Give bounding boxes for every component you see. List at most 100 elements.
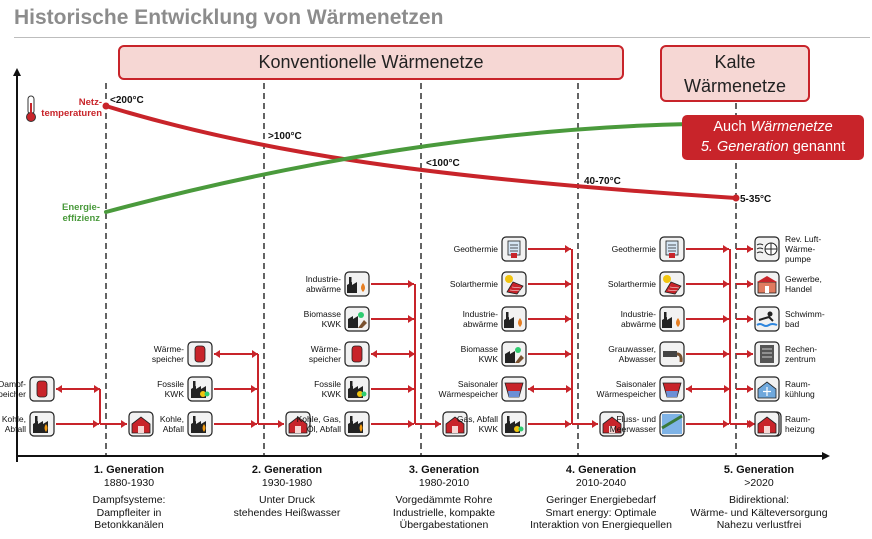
factory-fire-icon <box>344 411 370 437</box>
source-label-gen5-line: abwärme <box>621 319 656 329</box>
generation-summary-line: Unter Druck <box>258 494 315 506</box>
source-label-gen3-line: Industrie- <box>305 274 341 284</box>
arrow-head <box>435 420 441 428</box>
factory-chp-icon <box>187 376 213 402</box>
consumer-label: Gewerbe,Handel <box>785 274 845 294</box>
arrow-head <box>686 385 692 393</box>
consumer-label: Raum-heizung <box>785 414 845 434</box>
consumer-label-line: Rev. Luft- <box>785 234 822 244</box>
source-label-gen3: Kohle, Gas,Öl, Abfall <box>267 414 341 434</box>
source-label-gen4-line: Saisonaler <box>457 379 498 389</box>
consumer-label-line: pumpe <box>785 254 811 264</box>
consumer-label: Rechen-zentrum <box>785 344 845 364</box>
river-water-icon <box>659 411 685 437</box>
consumer-label-line: Gewerbe, <box>785 274 822 284</box>
arrow-head <box>408 315 414 323</box>
source-label-gen4-line: Solarthermie <box>449 279 498 289</box>
temperature-label-gen1: <200°C <box>110 95 144 106</box>
generation-years: 1930-1980 <box>261 477 313 489</box>
arrow-head <box>214 350 220 358</box>
source-label-gen1-line: Dampf- <box>0 379 26 389</box>
consumer-label: Raum-kühlung <box>785 379 845 399</box>
industry-waste-heat-icon <box>501 306 527 332</box>
arrow-head <box>565 245 571 253</box>
space-heating-icon <box>128 411 154 437</box>
consumer-label: Schwimm-bad <box>785 309 845 329</box>
storage-tank-icon <box>344 341 370 367</box>
network-temperature-label-line2: temperaturen <box>41 108 102 119</box>
space-heating-icon <box>754 411 780 437</box>
source-label-gen4-line: Biomasse <box>460 344 498 354</box>
generation-years: >2020 <box>744 477 774 489</box>
arrow-head <box>723 315 729 323</box>
source-label-gen4-line: Geothermie <box>453 244 498 254</box>
factory-fire-icon <box>187 411 213 437</box>
source-label-gen5-line: Meerwasser <box>609 424 656 434</box>
callout-italic-1: Wärmenetze <box>750 119 833 135</box>
callout-prefix: Auch <box>713 119 751 135</box>
space-heating-icon <box>285 411 311 437</box>
consumer-label-line: Raum- <box>785 414 811 424</box>
callout-italic-2: 5. Generation <box>700 139 789 155</box>
source-label-gen2-line: Fossile <box>157 379 184 389</box>
temperature-curve <box>104 104 738 200</box>
source-label-gen4: Solarthermie <box>424 279 498 289</box>
generation-summary-line: Dampfsysteme: <box>92 494 166 506</box>
source-label-gen5-line: Solarthermie <box>607 279 656 289</box>
space-heating-icon <box>442 411 468 437</box>
source-label-gen2: Wärme-speicher <box>110 344 184 364</box>
title-divider <box>14 37 870 38</box>
energy-efficiency-label-line1: Energie- <box>61 202 100 213</box>
swimming-pool-icon <box>754 306 780 332</box>
energy-efficiency-label-line2: effizienz <box>62 213 100 224</box>
source-label-gen4-line: abwärme <box>463 319 498 329</box>
source-label-gen5-line: Geothermie <box>611 244 656 254</box>
geothermal-icon <box>501 236 527 262</box>
source-label-gen5: Grauwasser,Abwasser <box>582 344 656 364</box>
cold-networks-label-line1: Kalte <box>714 52 756 72</box>
source-label-gen3-line: KWK <box>321 389 341 399</box>
arrow-head <box>251 385 257 393</box>
network-temperature-axis-label: Netz- temperaturen <box>40 97 102 119</box>
arrow-head <box>565 280 571 288</box>
arrow-head <box>565 420 571 428</box>
space-heating-icon <box>599 411 625 437</box>
source-label-gen5-line: Abwasser <box>618 354 656 364</box>
arrow-head <box>747 350 753 358</box>
arrow-head <box>409 350 415 358</box>
arrow-head <box>93 420 99 428</box>
generation-summary-line: Übergabestationen <box>399 519 489 531</box>
source-label-gen5-line: Industrie- <box>620 309 656 319</box>
commercial-building-icon <box>754 271 780 297</box>
seasonal-storage-icon <box>659 376 685 402</box>
source-label-gen1-line: speicher <box>0 389 26 399</box>
generation-title: 5. Generation <box>723 464 795 476</box>
source-label-gen5: Industrie-abwärme <box>582 309 656 329</box>
consumer-label-line: Handel <box>785 284 812 294</box>
geothermal-icon <box>659 236 685 262</box>
temperature-label-gen3: <100°C <box>426 158 460 169</box>
source-label-gen3: Wärme-speicher <box>267 344 341 364</box>
consumer-label-line: Rechen- <box>785 344 818 354</box>
arrow-head <box>723 420 729 428</box>
factory-chp-icon <box>344 376 370 402</box>
temperature-curve-end <box>732 194 740 202</box>
source-label-gen4-line: KWK <box>478 354 498 364</box>
source-label-gen1: Kohle,Abfall <box>0 414 26 434</box>
network-temperature-label-line1: Netz- <box>78 97 102 108</box>
source-label-gen3-line: Wärme- <box>310 344 341 354</box>
callout-suffix: genannt <box>788 139 846 155</box>
consumer-label-line: heizung <box>785 424 815 434</box>
source-label-gen3-line: KWK <box>321 319 341 329</box>
consumer-label-line: Wärme- <box>785 244 816 254</box>
temperature-label-gen4: 40-70°C <box>584 176 621 187</box>
solar-thermal-icon <box>501 271 527 297</box>
source-label-gen2: Kohle,Abfall <box>110 414 184 434</box>
